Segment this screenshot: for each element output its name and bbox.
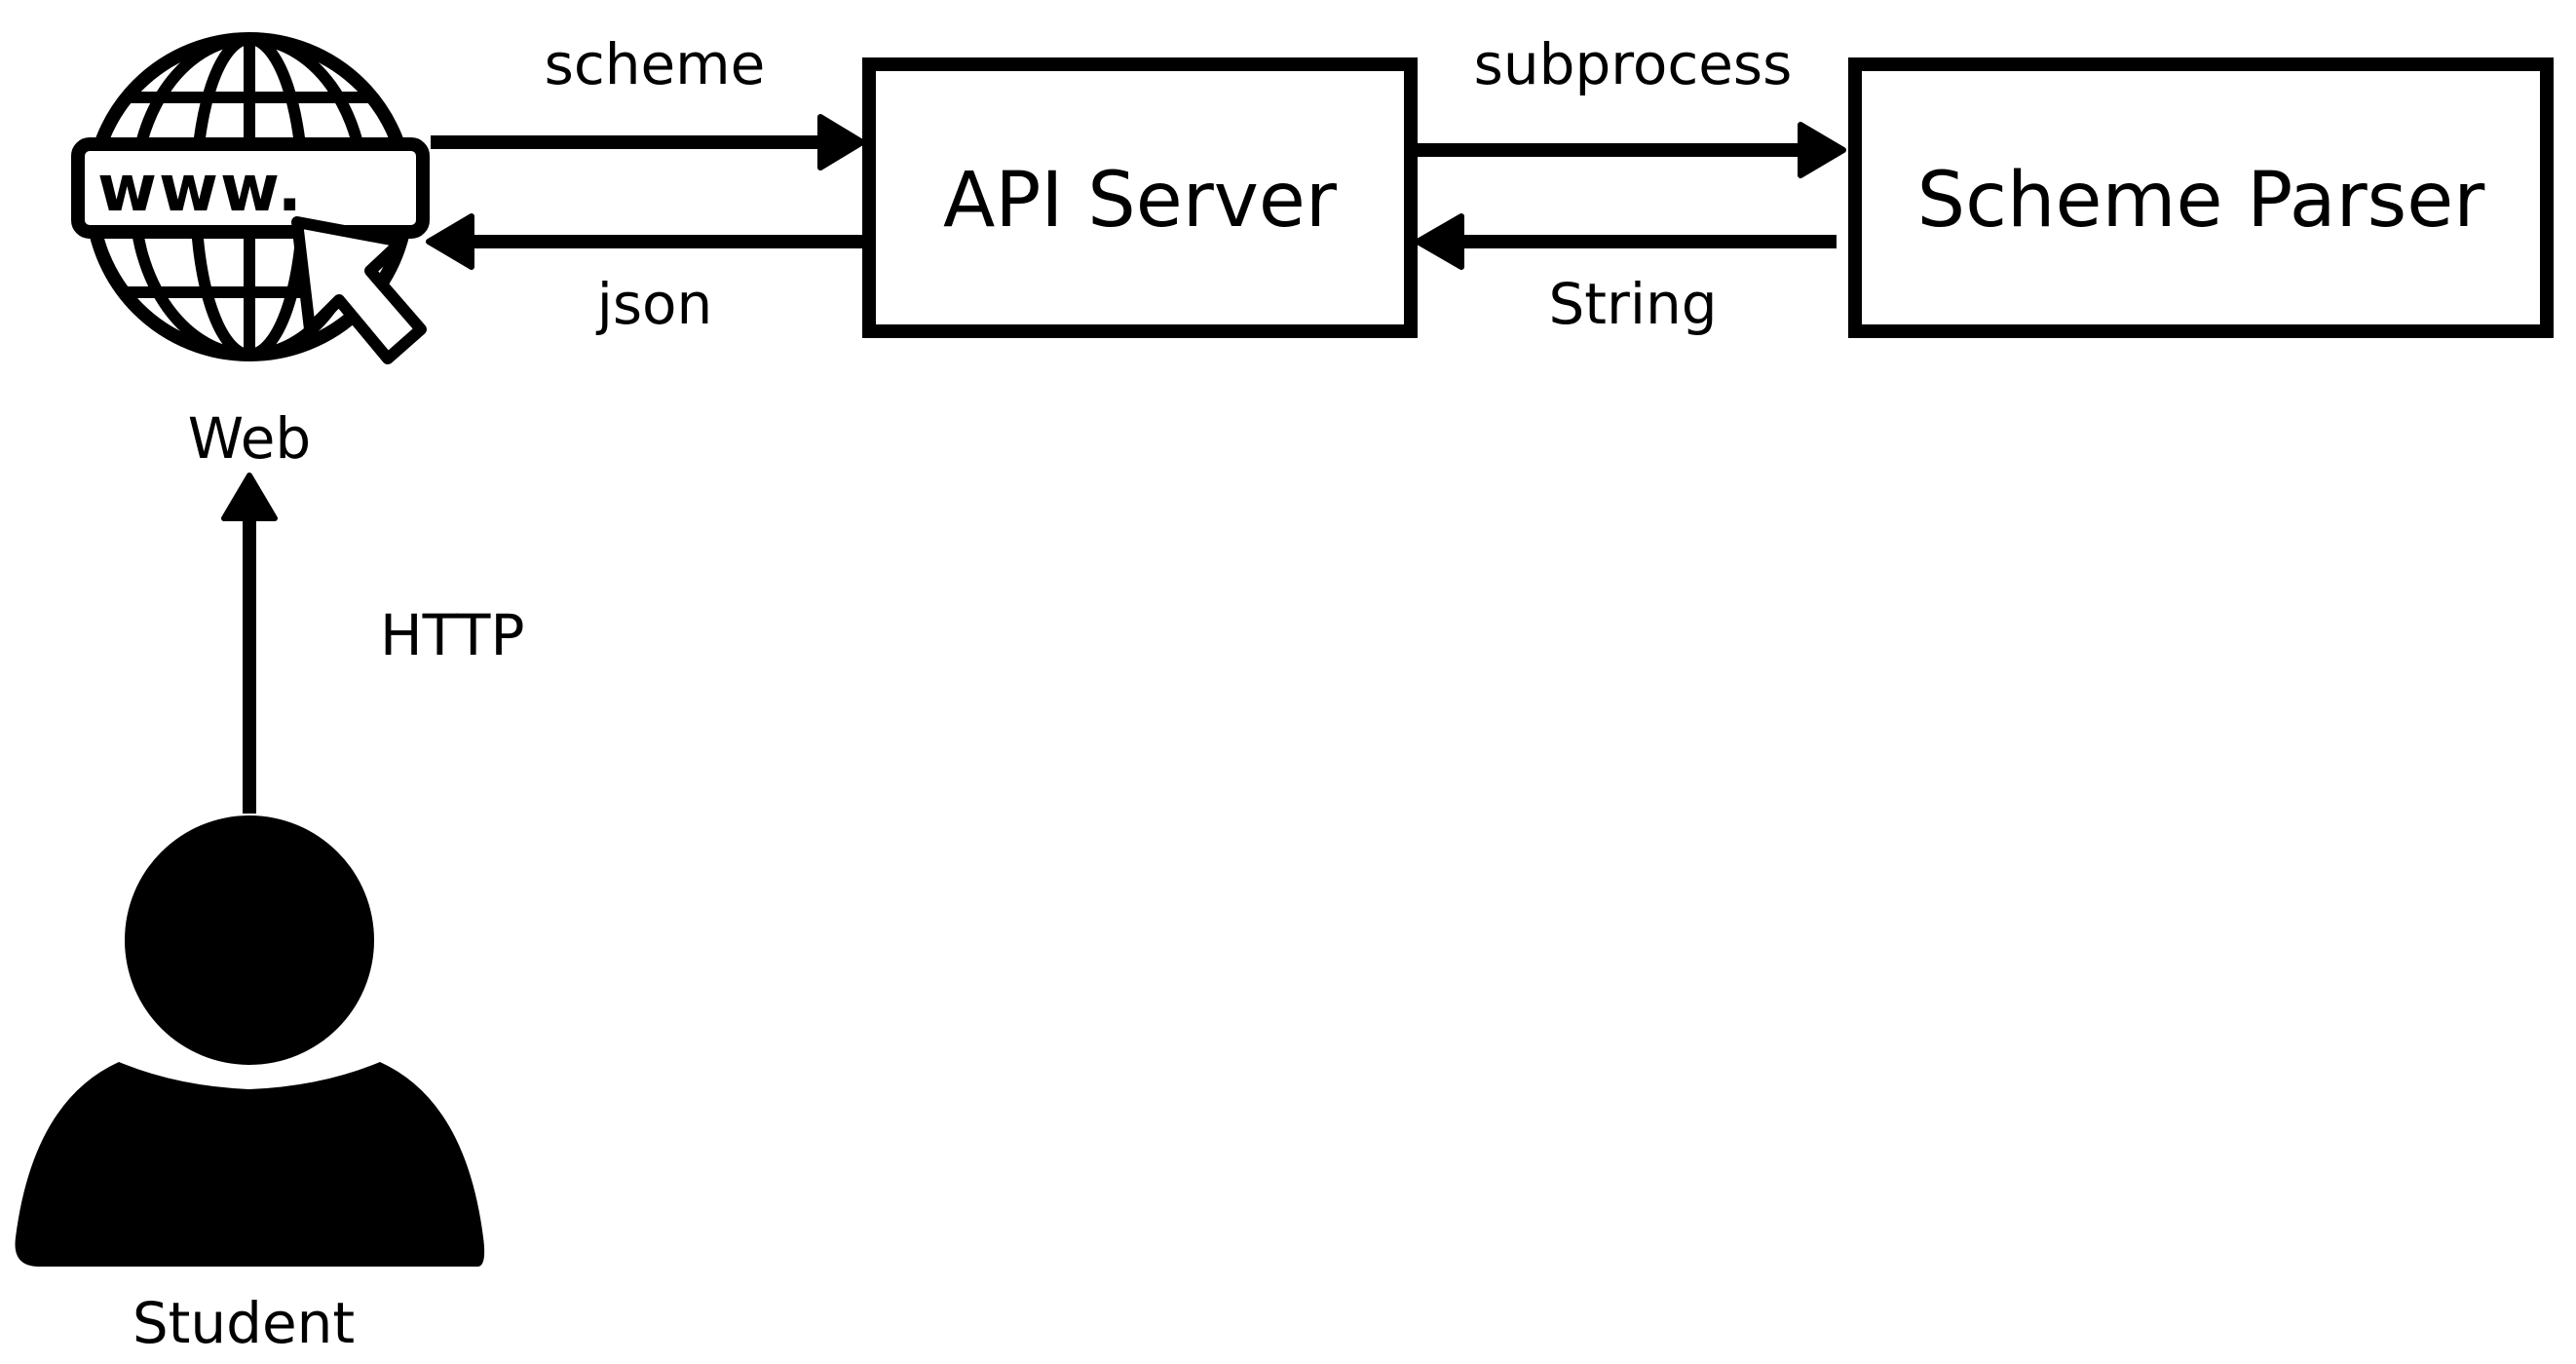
edge-student-to-web <box>221 473 278 814</box>
person-icon <box>15 815 485 1267</box>
scheme-parser-node: Scheme Parser <box>1848 57 2554 338</box>
scheme-label: scheme <box>545 31 766 97</box>
api-server-node: API Server <box>862 57 1418 338</box>
scheme-parser-label: Scheme Parser <box>1917 157 2486 245</box>
edge-web-to-api <box>431 114 865 170</box>
subprocess-label: subprocess <box>1474 31 1793 97</box>
json-label: json <box>595 271 713 337</box>
web-label: Web <box>188 405 311 472</box>
http-label: HTTP <box>380 602 524 668</box>
string-label: String <box>1548 271 1717 337</box>
edge-api-to-parser <box>1418 122 1846 178</box>
edge-parser-to-api <box>1415 213 1837 270</box>
api-server-label: API Server <box>943 157 1338 245</box>
globe-www-cursor-icon: www. <box>71 32 430 364</box>
www-text: www. <box>97 151 304 226</box>
student-label: Student <box>133 1290 355 1356</box>
edge-api-to-web <box>426 213 863 270</box>
